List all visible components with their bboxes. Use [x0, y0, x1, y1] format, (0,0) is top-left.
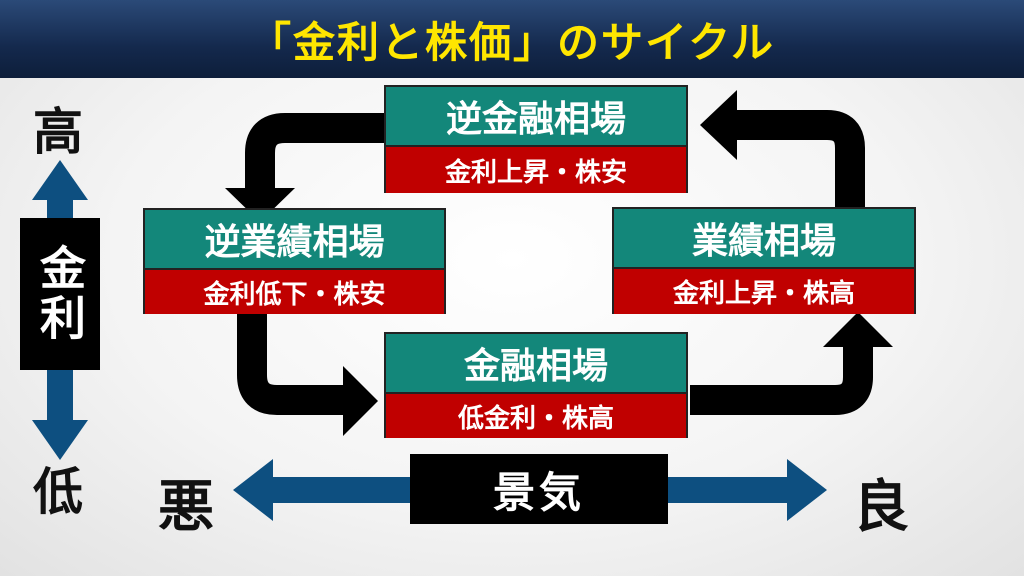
- cycle-arrow-bottom-right: [690, 345, 873, 415]
- phase-desc: 低金利・株高: [386, 394, 686, 438]
- economy-bad-label: 悪: [158, 475, 214, 540]
- economy-good-label: 良: [853, 475, 909, 540]
- phase-desc: 金利上昇・株安: [386, 147, 686, 193]
- cycle-arrowhead-bottom-right: [823, 312, 893, 347]
- phase-reverse-financial: 逆金融相場 金利上昇・株安: [384, 85, 688, 193]
- cycle-arrows: [225, 90, 893, 436]
- phase-name: 業績相場: [614, 209, 914, 269]
- rate-axis-arrowhead-down: [32, 420, 88, 460]
- phase-reverse-earnings: 逆業績相場 金利低下・株安: [143, 208, 446, 314]
- title-bar: 「金利と株価」のサイクル: [0, 0, 1024, 78]
- cycle-arrowhead-bottom-left: [343, 366, 378, 436]
- cycle-arrow-top-right: [735, 110, 865, 210]
- phase-name: 金融相場: [386, 334, 686, 394]
- rate-axis-label: 金利: [20, 218, 100, 370]
- cycle-arrowhead-top-right: [700, 90, 737, 160]
- phase-desc: 金利上昇・株高: [614, 269, 914, 314]
- phase-name: 逆業績相場: [145, 210, 444, 270]
- economy-axis-arrowhead-right: [787, 459, 827, 521]
- phase-earnings: 業績相場 金利上昇・株高: [612, 207, 916, 314]
- rate-axis-arrowhead-up: [32, 160, 88, 200]
- diagram-title: 「金利と株価」のサイクル: [249, 17, 775, 67]
- economy-axis-label: 景気: [410, 454, 668, 524]
- rate-low-label: 低: [33, 463, 83, 521]
- rate-axis-label-text: 金利: [33, 244, 87, 344]
- cycle-arrow-top-left: [245, 113, 385, 190]
- phase-desc: 金利低下・株安: [145, 270, 444, 314]
- cycle-arrowhead-top-left: [225, 188, 295, 222]
- economy-axis-arrowhead-left: [233, 459, 273, 521]
- economy-axis-label-text: 景気: [492, 467, 585, 517]
- phase-financial: 金融相場 低金利・株高: [384, 332, 688, 438]
- cycle-arrow-bottom-left: [237, 312, 345, 415]
- rate-high-label: 高: [33, 103, 83, 161]
- phase-name: 逆金融相場: [386, 87, 686, 147]
